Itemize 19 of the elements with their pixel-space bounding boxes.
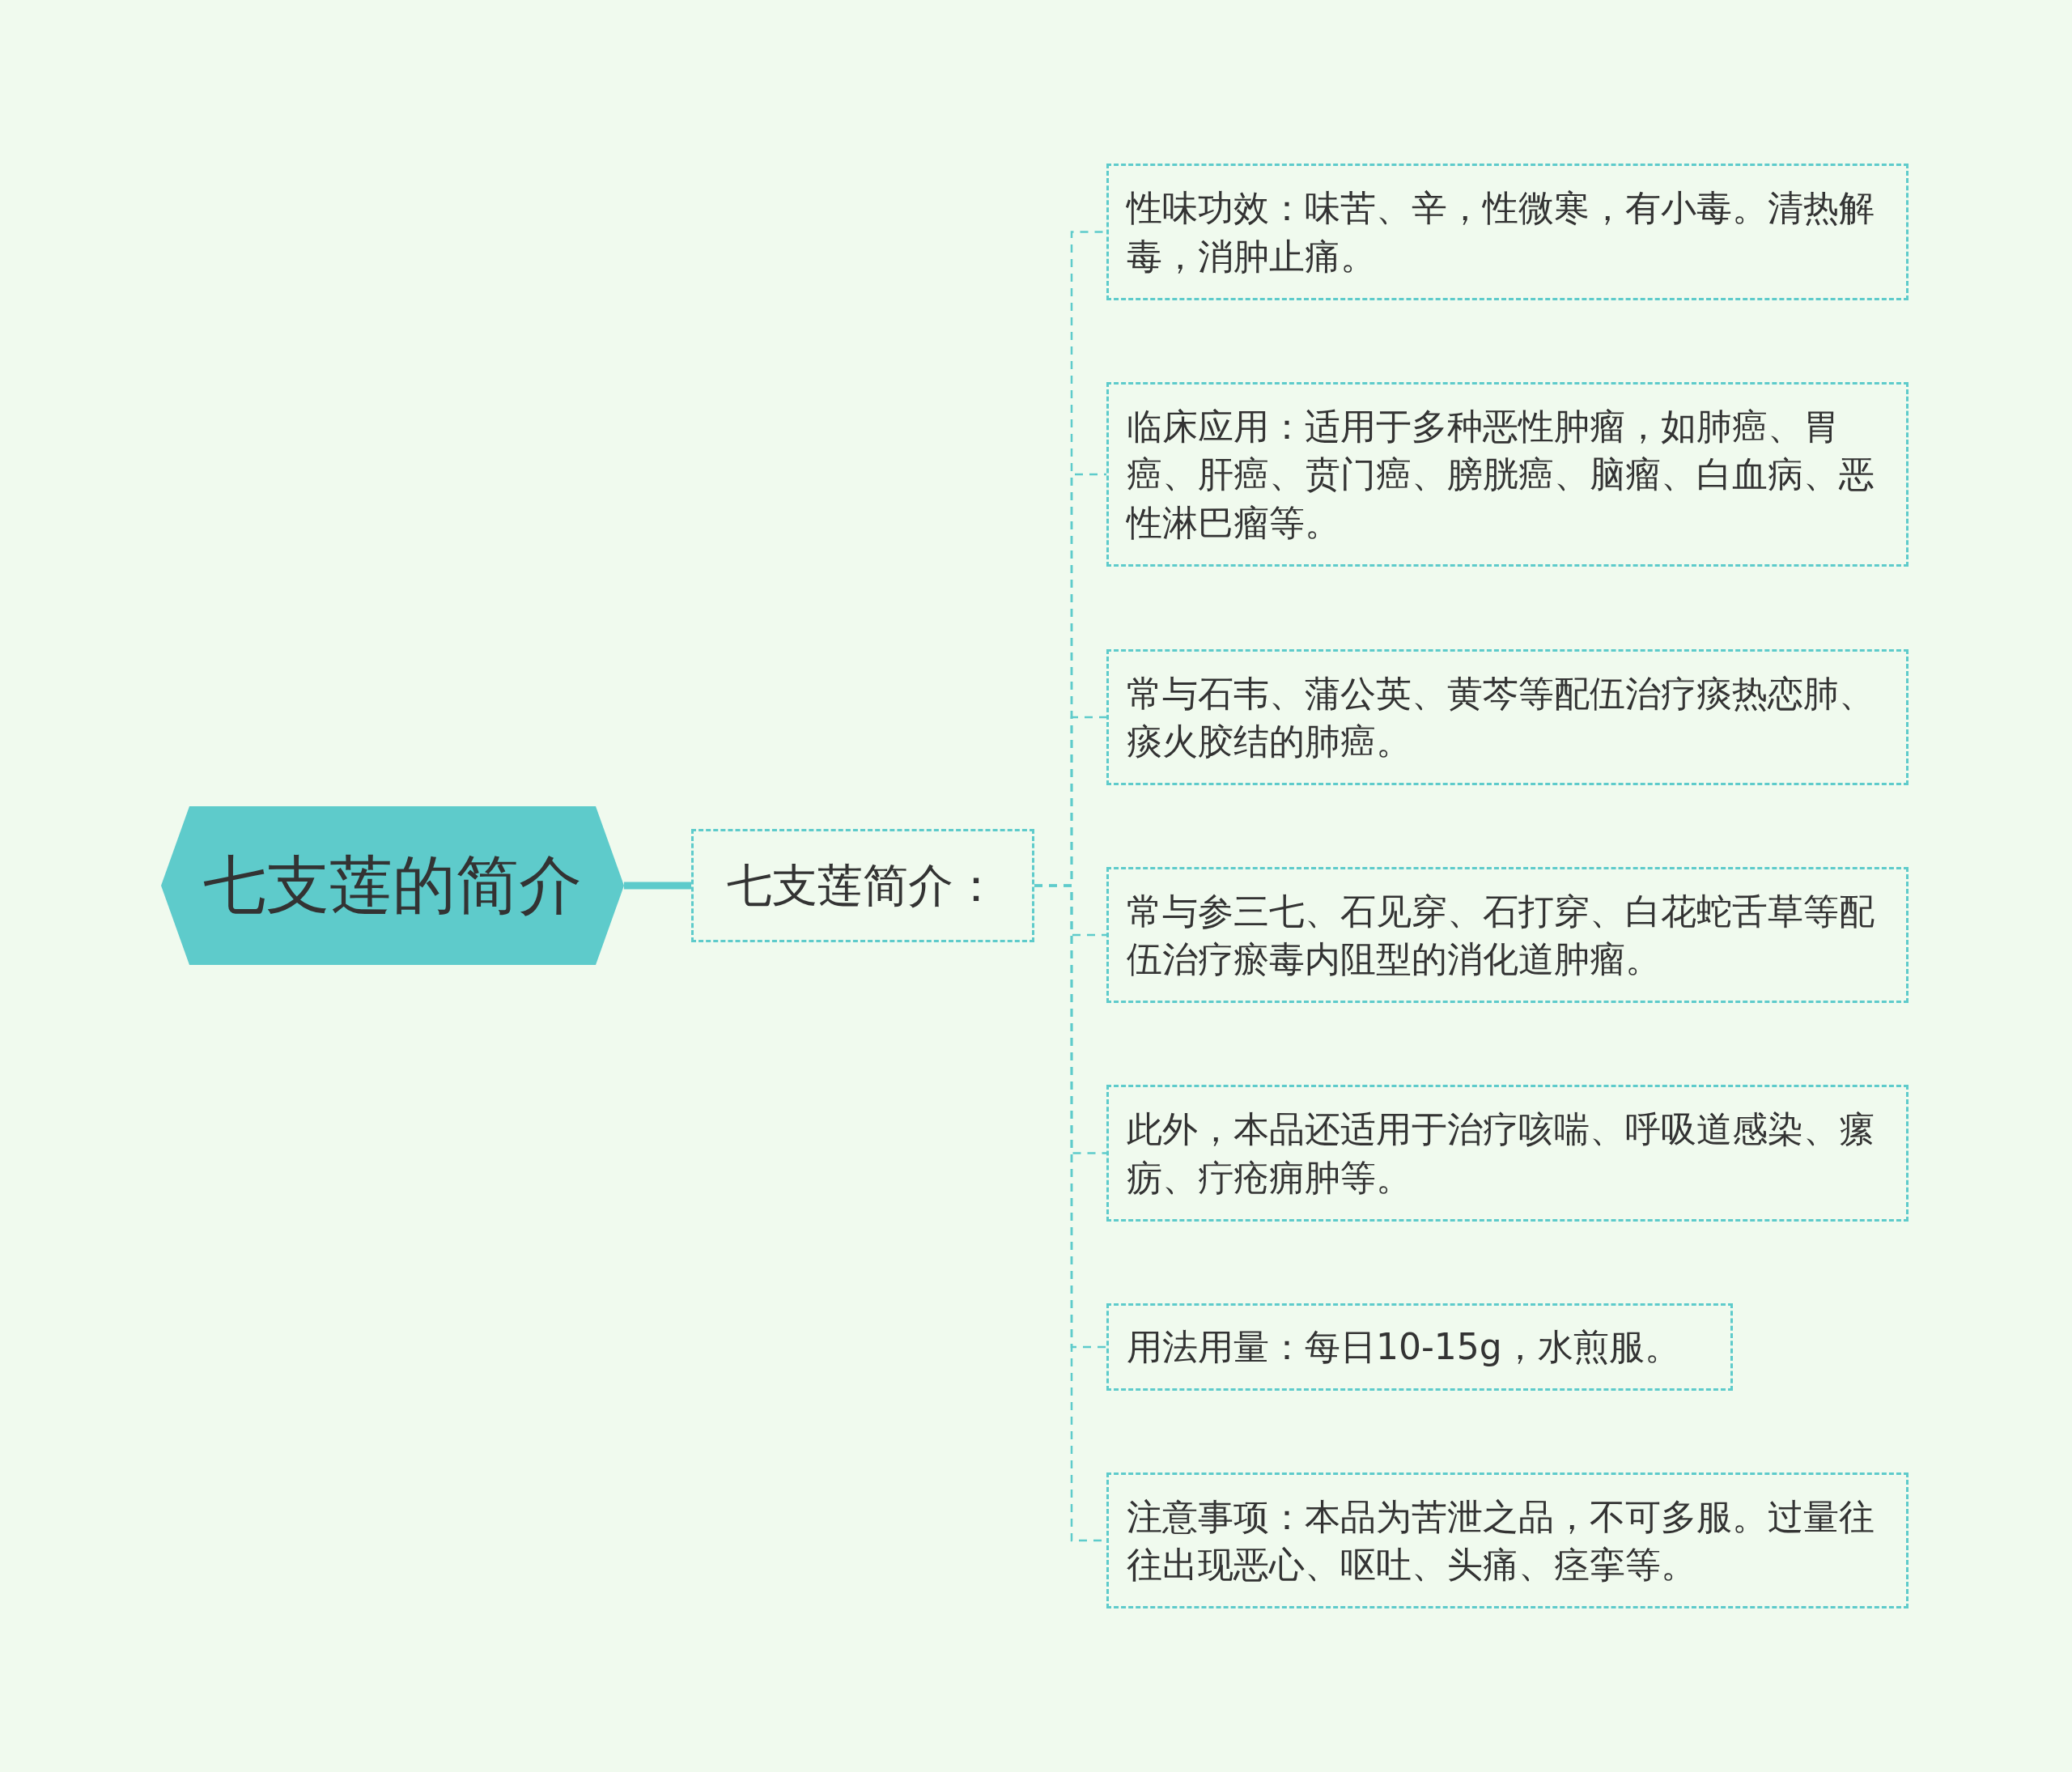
node-text: 临床应用：适用于多种恶性肿瘤，如肺癌、胃癌、肝癌、贲门癌、膀胱癌、脑瘤、白血病、恶性淋巴瘤等。 (1127, 404, 1875, 545)
connector-line (624, 882, 691, 890)
node-text: 七支莲的简介 (203, 848, 582, 924)
detail-box (1106, 1303, 1733, 1391)
detail-box (1106, 649, 1909, 785)
detail-box (1106, 382, 1909, 567)
detail-box (1106, 1472, 1909, 1608)
detail-box (1106, 1085, 1909, 1222)
detail-box (1106, 867, 1909, 1003)
subtopic-box (691, 829, 1034, 942)
node-text: 常与石韦、蒲公英、黄芩等配伍治疗痰热恋肺、痰火胶结的肺癌。 (1127, 671, 1875, 763)
node-text: 用法用量：每日10-15g，水煎服。 (1127, 1325, 1680, 1370)
node-text: 性味功效：味苦、辛，性微寒，有小毒。清热解毒，消肿止痛。 (1127, 186, 1875, 278)
node-text: 常与参三七、石见穿、石打穿、白花蛇舌草等配伍治疗瘀毒内阻型的消化道肿瘤。 (1127, 889, 1875, 981)
node-text: 注意事项：本品为苦泄之品，不可多服。过量往往出现恶心、呕吐、头痛、痉挛等。 (1127, 1494, 1875, 1587)
detail-box (1106, 164, 1909, 300)
topic-hexagon (161, 806, 624, 965)
node-text: 此外，本品还适用于治疗咳喘、呼吸道感染、瘰疬、疔疮痈肿等。 (1127, 1107, 1875, 1200)
node-text: 七支莲简介： (727, 858, 999, 914)
